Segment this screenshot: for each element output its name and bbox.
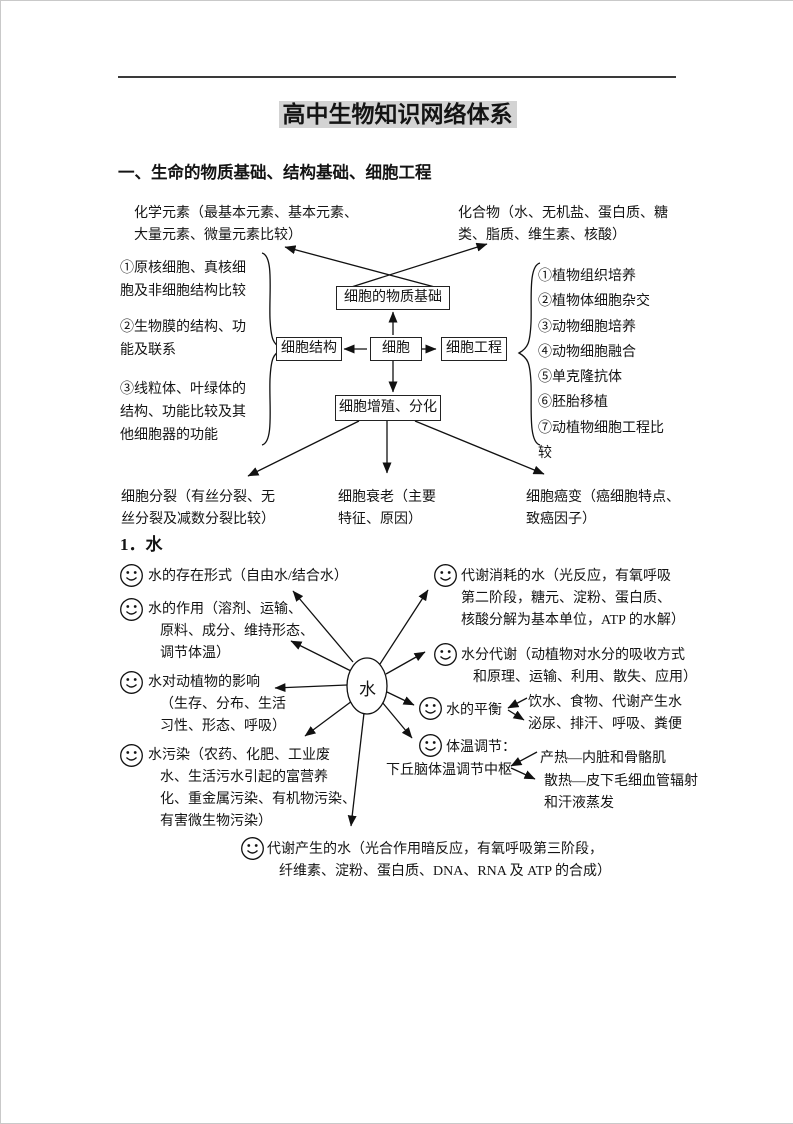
smiley-icon: [119, 597, 144, 622]
chemical-elements-note: 化学元素（最基本元素、基本元素、大量元素、微量元素比较）: [134, 206, 358, 243]
water-influence-note: 水对动植物的影响（生存、分布、生活习性、形态、呼吸）: [148, 675, 286, 734]
water-balance-intake: 饮水、食物、代谢产生水: [528, 695, 682, 710]
water-function-note: 水的作用（溶剂、运输、原料、成分、维持形态、调节体温）: [148, 602, 314, 661]
structure-note-3: ③线粒体、叶绿体的结构、功能比较及其他细胞器的功能: [120, 382, 246, 443]
water-center-label: 水: [359, 680, 376, 699]
smiley-icon: [418, 696, 443, 721]
smiley-icon: [433, 642, 458, 667]
water-balance-excretion: 泌尿、排汗、呼吸、粪便: [528, 717, 682, 732]
water-map-arrows: [274, 589, 538, 827]
water-balance-label: 水的平衡: [446, 703, 502, 718]
smiley-icon: [240, 836, 265, 861]
smiley-icon: [119, 563, 144, 588]
water-produced-note: 代谢产生的水（光合作用暗反应，有氧呼吸第三阶段，纤维素、淀粉、蛋白质、DNA、R…: [267, 842, 611, 879]
cell-map-arrows: [247, 242, 545, 477]
smiley-icon: [119, 743, 144, 768]
cell-cancer-note: 细胞癌变（癌细胞特点、致癌因子）: [526, 490, 680, 527]
header-rule: [118, 76, 676, 78]
node-proliferation: 细胞增殖、分化: [335, 395, 441, 421]
node-cell-structure: 细胞结构: [276, 337, 342, 361]
cell-division-note: 细胞分裂（有丝分裂、无丝分裂及减数分裂比较）: [121, 490, 275, 527]
section1-heading: 一、生命的物质基础、结构基础、细胞工程: [118, 163, 432, 182]
cell-aging-note: 细胞衰老（主要特征、原因）: [338, 490, 436, 527]
node-cell: 细胞: [370, 337, 422, 361]
page-title: 高中生物知识网络体系: [1, 95, 793, 129]
compounds-note: 化合物（水、无机盐、蛋白质、糖类、脂质、维生素、核酸）: [458, 206, 668, 243]
water-metabolism-note: 水分代谢（动植物对水分的吸收方式和原理、运输、利用、散失、应用）: [461, 648, 697, 685]
structure-note-1: ①原核细胞、真核细胞及非细胞结构比较: [120, 261, 246, 299]
node-cell-engineering: 细胞工程: [441, 337, 507, 361]
smiley-icon: [119, 670, 144, 695]
hypothalamus-label: 下丘脑体温调节中枢: [386, 763, 512, 778]
heat-loss-note: 散热—皮下毛细血管辐射和汗液蒸发: [544, 774, 698, 811]
water-center-ellipse: [346, 657, 388, 715]
structure-note-2: ②生物膜的结构、功能及联系: [120, 320, 246, 358]
water-pollution-note: 水污染（农药、化肥、工业废水、生活污水引起的富营养化、重金属污染、有机物污染、有…: [148, 748, 356, 829]
water-existence-note: 水的存在形式（自由水/结合水）: [148, 569, 348, 584]
right-brace: [517, 262, 541, 446]
water-consumed-note: 代谢消耗的水（光反应，有氧呼吸第二阶段，糖元、淀粉、蛋白质、核酸分解为基本单位，…: [461, 569, 685, 628]
node-material-basis: 细胞的物质基础: [336, 286, 450, 310]
smiley-icon: [418, 733, 443, 758]
thermoregulation-label: 体温调节：: [446, 740, 516, 755]
smiley-icon: [433, 563, 458, 588]
section2-heading: 1．水: [120, 535, 163, 554]
heat-production-note: 产热—内脏和骨骼肌: [540, 751, 666, 766]
